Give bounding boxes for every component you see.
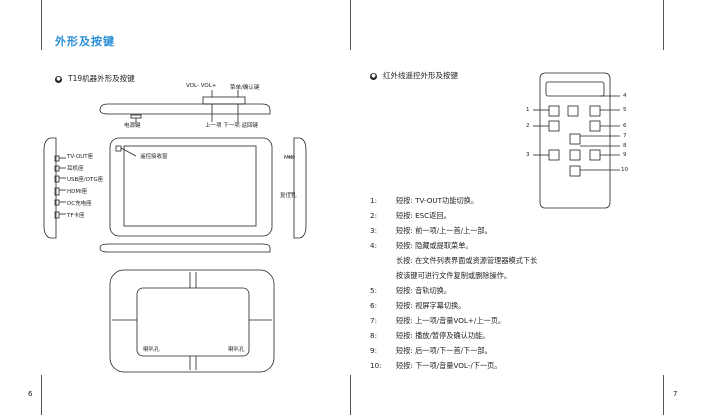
callout-7: 7 bbox=[623, 133, 627, 139]
instruction-num: 5: bbox=[370, 286, 377, 295]
instruction-num: 1: bbox=[370, 196, 377, 205]
callout-4: 4 bbox=[623, 93, 627, 99]
callout-2: 2 bbox=[526, 123, 530, 129]
bullet-icon: ● bbox=[55, 75, 62, 83]
remote-section-title: ● 红外线遥控外形及按键 bbox=[370, 70, 458, 81]
device-bottom-view bbox=[99, 243, 271, 253]
instruction-text: 短按: 音轨切换。 bbox=[396, 286, 452, 295]
instruction-num: 3: bbox=[370, 226, 377, 235]
center-divider bbox=[350, 0, 351, 50]
instruction-7: 7: 短按: 上一项/音量VOL+/上一页。 bbox=[370, 316, 505, 326]
instruction-num: 2: bbox=[370, 211, 377, 220]
top-keys-shape bbox=[202, 96, 246, 105]
center-bottom-line bbox=[350, 375, 351, 415]
device-section-label: T19机器外形及按键 bbox=[68, 74, 135, 83]
instruction-3: 3: 短按: 前一项/上一首/上一部。 bbox=[370, 226, 492, 236]
device-back-panel bbox=[136, 287, 250, 357]
callout-5: 5 bbox=[623, 107, 627, 113]
instruction-1: 1: 短按: TV-OUT功能切换。 bbox=[370, 196, 478, 206]
instruction-4: 4: 短按: 隐藏或提取菜单。 bbox=[370, 241, 473, 251]
device-left-side bbox=[43, 137, 57, 239]
device-front-screen bbox=[123, 145, 257, 227]
instruction-text: 短按: 下一项/音量VOL-/下一页。 bbox=[396, 361, 502, 370]
callout-3: 3 bbox=[526, 152, 530, 158]
label-tf: TF卡座 bbox=[67, 213, 85, 219]
label-speaker-right: 喇叭孔 bbox=[228, 347, 245, 353]
instruction-6: 6: 短按: 视屏字幕切换。 bbox=[370, 301, 465, 311]
callout-9: 9 bbox=[623, 152, 627, 158]
right-margin-line bbox=[663, 0, 664, 50]
instruction-num: 9: bbox=[370, 346, 377, 355]
label-earphone: 耳机座 bbox=[67, 166, 84, 172]
left-bottom-line bbox=[41, 375, 42, 415]
label-power: 电源键 bbox=[124, 123, 141, 129]
instruction-9: 9: 短按: 后一项/下一首/下一部。 bbox=[370, 346, 492, 356]
instruction-num: 7: bbox=[370, 316, 377, 325]
callout-8: 8 bbox=[623, 143, 627, 149]
remote-window-shape bbox=[115, 145, 122, 152]
label-reset: 复位孔 bbox=[280, 193, 297, 199]
instruction-text: 短按: 上一项/音量VOL+/上一页。 bbox=[396, 316, 506, 325]
left-margin-line bbox=[41, 0, 42, 50]
instruction-4-long-cont: 按该键可进行文件复制或删除操作。 bbox=[370, 271, 511, 281]
instruction-8: 8: 短按: 播放/暂停及确认功能。 bbox=[370, 331, 489, 341]
label-mic: MIC bbox=[284, 155, 295, 161]
callout-1: 1 bbox=[526, 107, 530, 113]
instruction-text: 按该键可进行文件复制或删除操作。 bbox=[396, 271, 512, 280]
instruction-num: 8: bbox=[370, 331, 377, 340]
instruction-5: 5: 短按: 音轨切换。 bbox=[370, 286, 451, 296]
instruction-text: 短按: 后一项/下一首/下一部。 bbox=[396, 346, 492, 355]
instruction-num: 6: bbox=[370, 301, 377, 310]
device-back-body bbox=[109, 269, 275, 373]
device-section-title: ● T19机器外形及按键 bbox=[55, 73, 135, 84]
label-menu-confirm: 菜单/确认键 bbox=[230, 85, 260, 91]
instruction-text: 短按: ESC返回。 bbox=[396, 211, 451, 220]
label-dc: DC充电座 bbox=[67, 201, 92, 207]
instruction-text: 短按: 隐藏或提取菜单。 bbox=[396, 241, 473, 250]
page-number-left: 6 bbox=[28, 390, 33, 398]
device-top-view bbox=[99, 103, 271, 115]
device-front-body bbox=[109, 137, 273, 237]
instruction-num: 10: bbox=[370, 361, 382, 370]
remote-buttons bbox=[548, 105, 601, 177]
instruction-text: 短按: 前一项/上一首/上一部。 bbox=[396, 226, 492, 235]
label-remote-window: 遥控接收窗 bbox=[140, 154, 168, 160]
callout-10: 10 bbox=[621, 167, 628, 173]
label-vol: VOL- VOL+ bbox=[186, 83, 217, 89]
instruction-num: 4: bbox=[370, 241, 377, 250]
callout-6: 6 bbox=[623, 123, 627, 129]
page-title: 外形及按键 bbox=[55, 35, 115, 48]
bullet-icon: ● bbox=[370, 72, 377, 80]
label-tv-out: TV-OUT座 bbox=[67, 154, 94, 160]
remote-body bbox=[539, 72, 611, 209]
instruction-2: 2: 短按: ESC返回。 bbox=[370, 211, 451, 221]
page-number-right: 7 bbox=[673, 390, 678, 398]
instruction-4-long: 长按: 在文件列表界面或资源管理器模式下长 bbox=[370, 256, 537, 266]
instruction-10: 10: 短按: 下一项/音量VOL-/下一页。 bbox=[370, 361, 502, 371]
instruction-text: 短按: 播放/暂停及确认功能。 bbox=[396, 331, 490, 340]
instruction-text: 长按: 在文件列表界面或资源管理器模式下长 bbox=[396, 256, 538, 265]
instruction-text: 短按: 视屏字幕切换。 bbox=[396, 301, 466, 310]
label-hdmi: HDMI座 bbox=[67, 189, 88, 195]
right-bottom-line bbox=[663, 375, 664, 415]
label-speaker-left: 喇叭孔 bbox=[143, 347, 160, 353]
label-prev-next-back: 上一项 下一项 返回键 bbox=[205, 123, 258, 129]
label-usb-otg: USB座/OTG座 bbox=[67, 177, 104, 183]
instruction-text: 短按: TV-OUT功能切换。 bbox=[396, 196, 479, 205]
remote-section-label: 红外线遥控外形及按键 bbox=[383, 71, 458, 80]
device-right-side bbox=[293, 137, 307, 239]
